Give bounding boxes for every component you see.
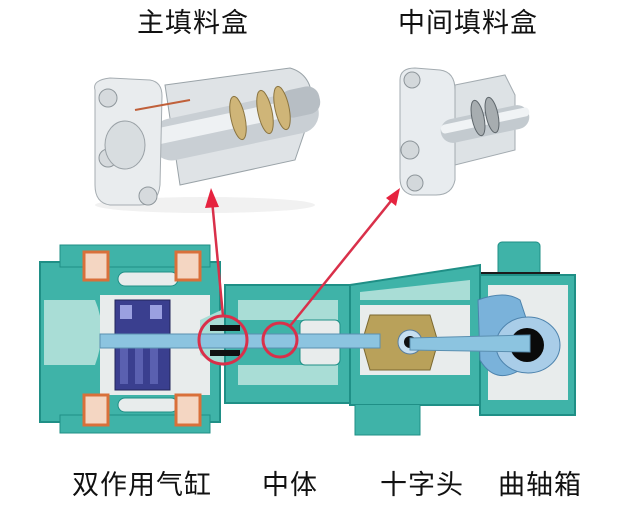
intermediate-packing-box-image [399,67,530,196]
callout-intermediate-packing [261,321,299,359]
label-crosshead: 十字头 [380,470,464,501]
cylinder-bolts [82,250,202,427]
label-distance-piece: 中体 [262,470,318,501]
piston-rod [99,333,381,349]
label-intermediate-packing-box: 中间填料盒 [398,8,538,39]
label-double-acting-cylinder: 双作用气缸 [72,470,212,501]
connecting-rod [409,334,531,353]
label-main-packing-box: 主填料盒 [137,8,249,39]
label-crankcase: 曲轴箱 [498,470,582,501]
main-packing-box-image [94,67,321,213]
arrow-to-intermediate-packing [289,188,400,327]
arrow-to-main-packing [205,188,225,317]
